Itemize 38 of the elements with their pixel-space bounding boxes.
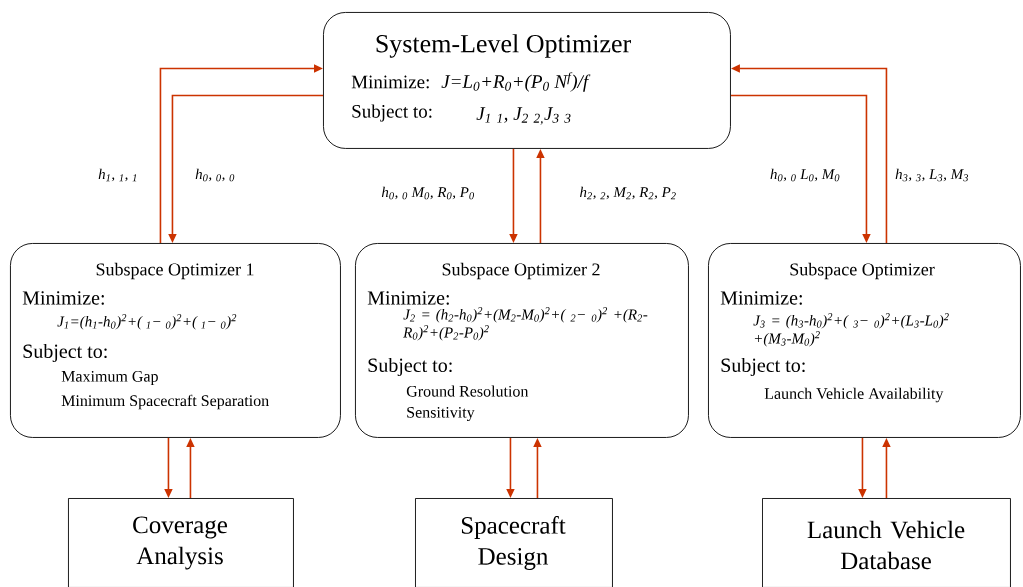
edge-label: h$_{0}$, $_{0}$ M$_{0}$, R$_{0}$, P$_{0}$ [380,185,476,201]
optimizer-box [708,243,1021,438]
analysis-box [68,498,294,587]
edge-label: h$_{0}$, $_{0}$, $_{0}$ [194,167,236,183]
optimizer-box [355,243,689,438]
constraint-formula: J$_{1 1}$, J$_{2 2,}$J$_{3 3}$ [476,107,571,125]
box-title: Subspace Optimizer 1 [96,262,254,280]
objective-formula: J=L$_{0}$+R$_{0}$+(P$_{0}$ N$^{f}$)/f [441,72,591,92]
minimize-label: Minimize: [22,291,104,305]
edge-label: h$_{2}$, $_{2}$, M$_{2}$, R$_{2}$, P$_{2}$ [578,185,678,201]
minimize-label: Minimize: [351,75,429,89]
box-label: Coverage Analysis [133,516,228,570]
constraint-item: Ground Resolution [406,385,529,397]
objective-formula: J$_{2}$ = (h$_{2}$-h$_{0}$)$^{2}$+(M$_{2}$-M$_{0}$)$^{2}$+( $_{2}$− $_{0}$)$^{2}$ +(R$_{2}$-R$_{0}$)$^{2}$+(P$_{2}$-P$_{0}$)$^{2}$ [403,307,648,341]
objective-formula: J$_{1}$=(h$_{1}$-h$_{0}$)$^{2}$+( $_{1}$− $_{0}$)$^{2}$+( $_{1}$− $_{0}$)$^{2}$ [57,314,237,330]
constraint-heading: Subject to: [368,357,452,377]
minimize-label: Minimize: [720,291,802,305]
box-label: Spacecraft Design [461,516,566,570]
analysis-box [762,498,1011,587]
optimizer-box [10,243,341,438]
edge-label: h$_{1}$, $_{1}$, $_{1}$ [97,167,139,183]
optimizer-box [323,12,731,149]
box-title: Subspace Optimizer [790,262,935,280]
box-label: Launch Vehicle Database [807,520,965,570]
constraint-heading: Subject to: [23,343,107,363]
minimize-label: Minimize: [367,291,449,305]
box-title: System-Level Optimizer [376,34,631,58]
analysis-box [415,498,613,587]
constraint-item: Launch Vehicle Availability [764,387,944,403]
constraint-item: Sensitivity [407,407,475,422]
constraint-heading: Subject to: [721,357,805,377]
edge-label: h$_{0}$, $_{0}$ L$_{0}$, M$_{0}$ [768,167,842,183]
objective-formula: J$_{3}$ = (h$_{3}$-h$_{0}$)$^{2}$+( $_{3}$− $_{0}$)$^{2}$+(L$_{3}$-L$_{0}$)$^{2}$ +(M$_{3}$-M$_{0}$)$^{2}$ [753,313,949,347]
box-title: Subspace Optimizer 2 [442,262,600,280]
constraint-item: Minimum Spacecraft Separation [61,394,269,410]
constraint-item: Maximum Gap [61,371,158,385]
constraint-heading: Subject to: [352,104,432,122]
edge-label: h$_{3}$, $_{3}$, L$_{3}$, M$_{3}$ [894,167,970,183]
